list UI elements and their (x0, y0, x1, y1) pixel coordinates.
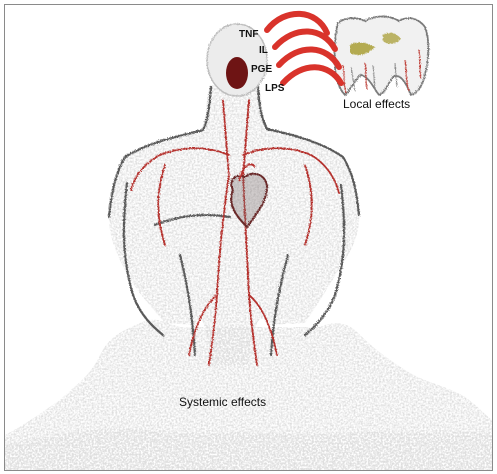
systemic-effects-label: Systemic effects (179, 395, 266, 409)
mediator-arrows (267, 14, 341, 83)
figure-frame: TNF IL PGE LPS Local effects Systemic ef… (4, 4, 493, 471)
arrow-pge (279, 49, 339, 67)
mediator-label-lps: LPS (265, 83, 284, 94)
mediator-label-pge: PGE (251, 64, 272, 75)
tooth-illustration (335, 17, 429, 96)
mouth-mark (226, 57, 248, 89)
mediator-label-tnf: TNF (239, 29, 258, 40)
mediator-label-il: IL (259, 45, 268, 56)
arrow-lps (283, 67, 341, 83)
local-effects-label: Local effects (343, 97, 410, 111)
